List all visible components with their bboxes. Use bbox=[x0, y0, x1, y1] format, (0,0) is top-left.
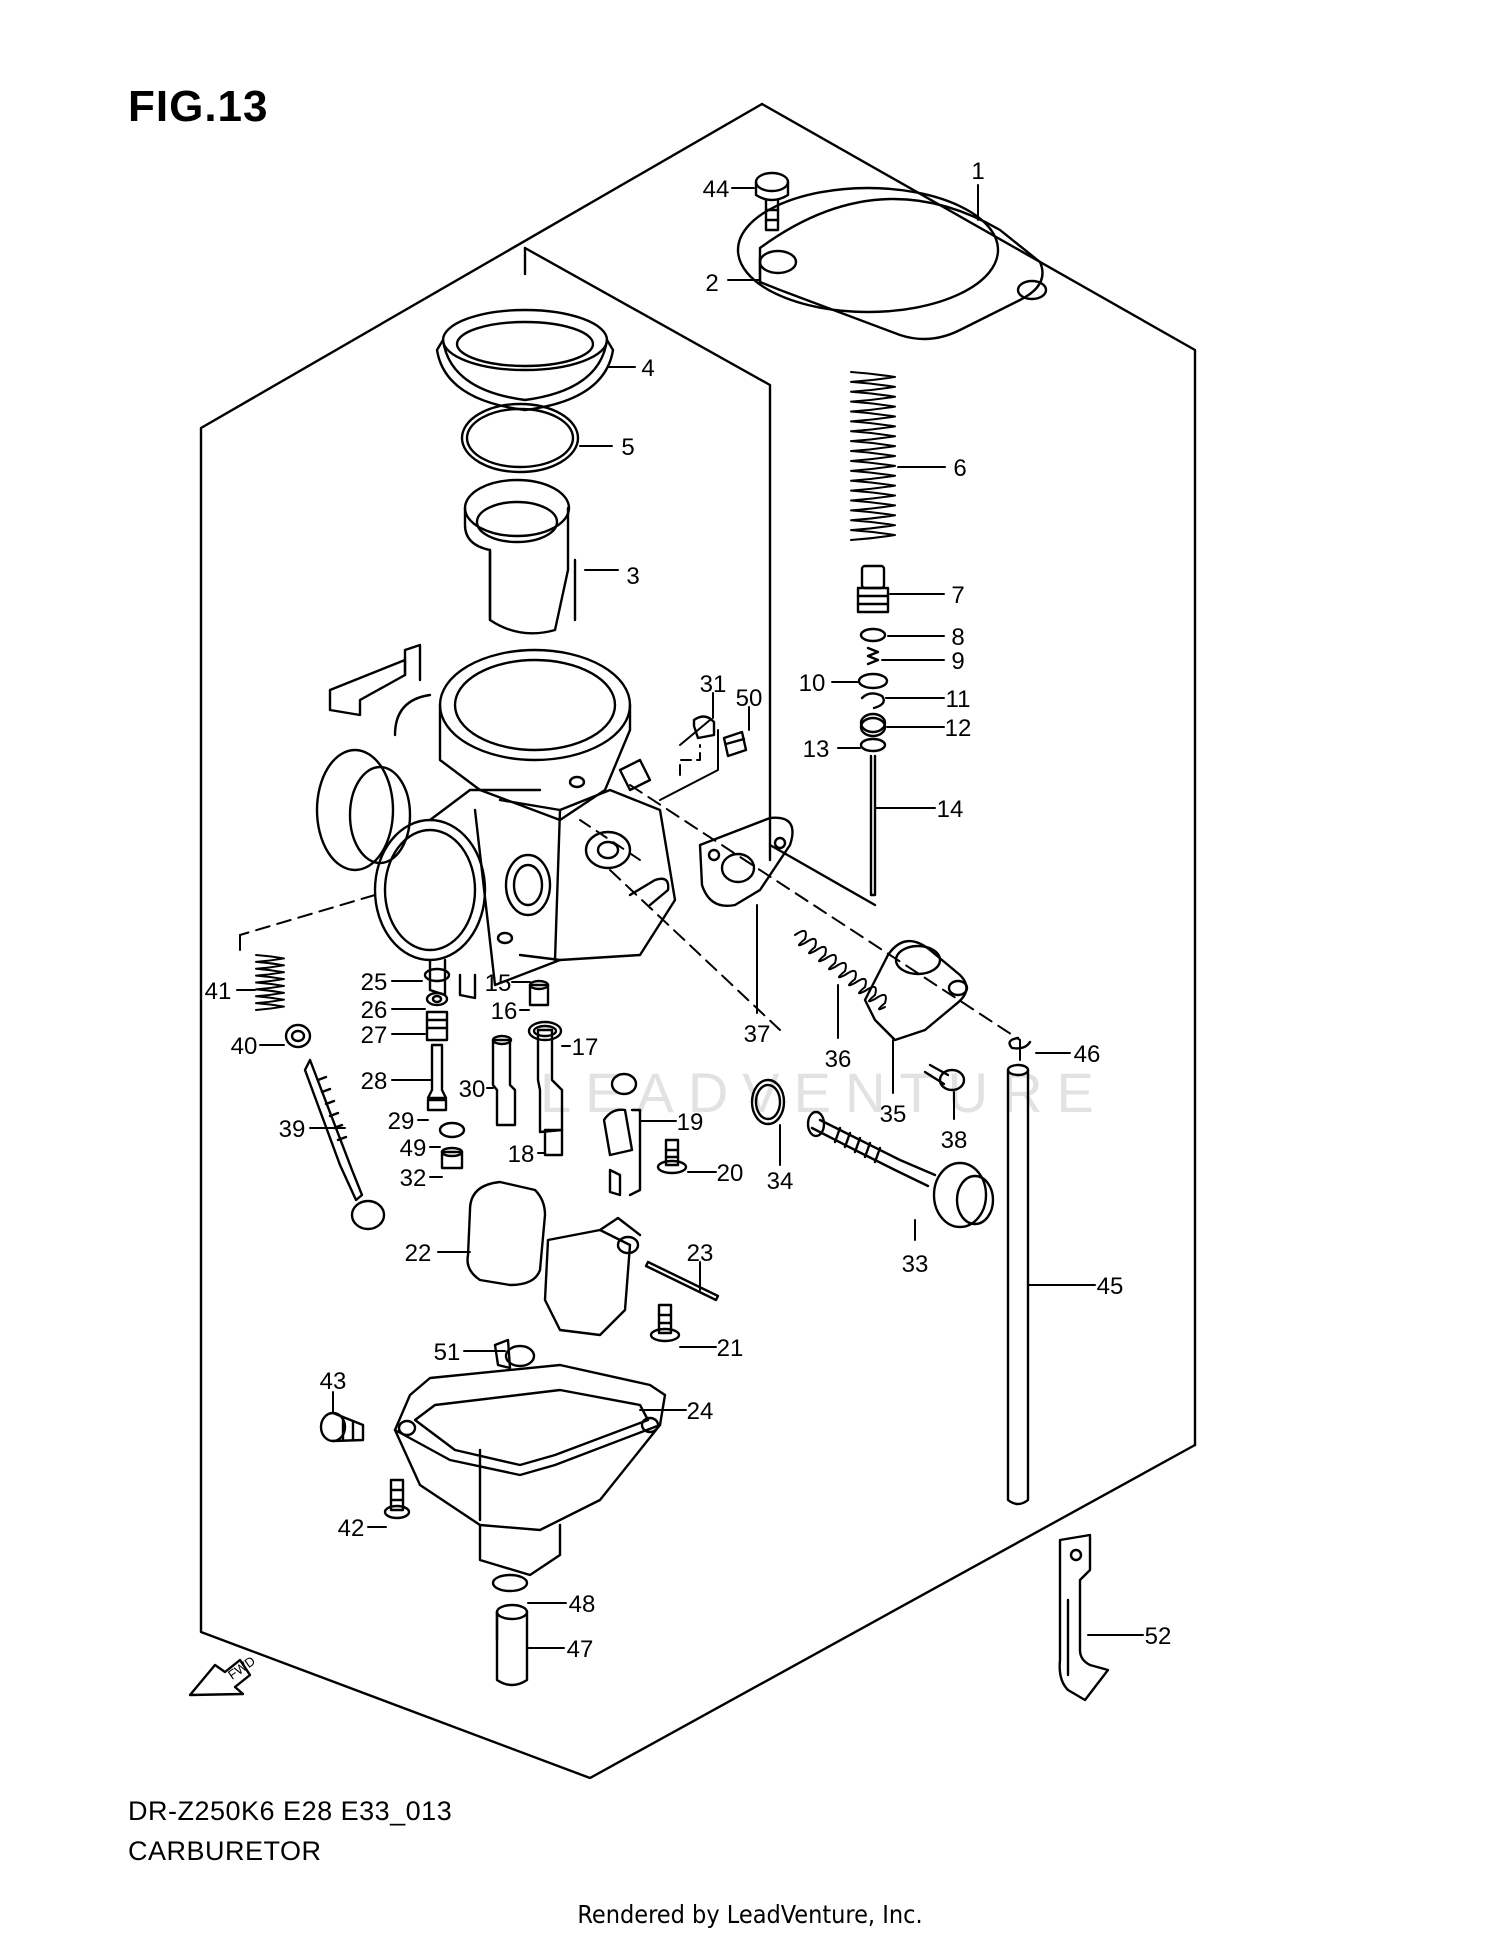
callout-48: 48 bbox=[569, 1591, 596, 1618]
gasket-37-part bbox=[698, 816, 794, 907]
callout-12: 12 bbox=[945, 715, 972, 742]
callout-34: 34 bbox=[767, 1168, 794, 1195]
callout-10: 10 bbox=[799, 670, 826, 697]
drain-hose-47-part bbox=[491, 1573, 529, 1687]
intake-funnel-part bbox=[435, 308, 615, 412]
screw-43-part bbox=[319, 1411, 365, 1443]
callout-38: 38 bbox=[941, 1127, 968, 1154]
callout-20: 20 bbox=[717, 1160, 744, 1187]
callout-19: 19 bbox=[677, 1109, 704, 1136]
callout-13: 13 bbox=[803, 736, 830, 763]
screws-31-50 bbox=[692, 715, 748, 758]
top-cap-part bbox=[736, 186, 1048, 341]
screw-44-part bbox=[754, 171, 790, 232]
callout-50: 50 bbox=[736, 685, 763, 712]
callout-31: 31 bbox=[700, 671, 727, 698]
callout-leaders bbox=[236, 184, 1144, 1649]
callout-2: 2 bbox=[705, 270, 718, 297]
bracket-52-part bbox=[1058, 1533, 1110, 1702]
needle-assembly bbox=[856, 564, 890, 897]
plunger-33-part bbox=[806, 1110, 995, 1229]
callout-7: 7 bbox=[951, 582, 964, 609]
screw-38-part bbox=[923, 1063, 966, 1092]
float-22-part bbox=[466, 1180, 642, 1337]
callout-5: 5 bbox=[621, 434, 634, 461]
callout-26: 26 bbox=[361, 997, 388, 1024]
float-pin-23-part bbox=[644, 1260, 720, 1302]
callout-40: 40 bbox=[231, 1033, 258, 1060]
left-small-parts bbox=[255, 954, 688, 1231]
outer-frame bbox=[199, 102, 1197, 1780]
carburetor-body-part bbox=[315, 643, 677, 1000]
fwd-arrow-icon: FWD bbox=[188, 1653, 258, 1697]
callout-35: 35 bbox=[880, 1101, 907, 1128]
callout-1: 1 bbox=[971, 158, 984, 185]
inner-frame bbox=[523, 246, 877, 907]
callout-36: 36 bbox=[825, 1046, 852, 1073]
callout-8: 8 bbox=[951, 624, 964, 651]
callout-14: 14 bbox=[937, 796, 964, 823]
callout-37: 37 bbox=[744, 1021, 771, 1048]
model-code: DR-Z250K6 E28 E33_013 bbox=[128, 1796, 453, 1826]
screw-42-part bbox=[383, 1478, 411, 1520]
float-bowl-24-part bbox=[393, 1338, 667, 1577]
callout-15: 15 bbox=[485, 970, 512, 997]
callout-23: 23 bbox=[687, 1240, 714, 1267]
callout-22: 22 bbox=[405, 1240, 432, 1267]
o-ring-part bbox=[460, 402, 580, 474]
callout-46: 46 bbox=[1074, 1041, 1101, 1068]
callout-45: 45 bbox=[1097, 1273, 1124, 1300]
callout-47: 47 bbox=[567, 1636, 594, 1663]
callout-18: 18 bbox=[508, 1141, 535, 1168]
callout-49: 49 bbox=[400, 1135, 427, 1162]
callout-33: 33 bbox=[902, 1251, 929, 1278]
section-name: CARBURETOR bbox=[128, 1836, 322, 1866]
callout-44: 44 bbox=[703, 176, 730, 203]
spring-6-part bbox=[850, 371, 896, 541]
callout-29: 29 bbox=[388, 1108, 415, 1135]
slide-part bbox=[463, 478, 577, 635]
callout-24: 24 bbox=[687, 1398, 714, 1425]
callout-42: 42 bbox=[338, 1515, 365, 1542]
callout-51: 51 bbox=[434, 1339, 461, 1366]
callout-32: 32 bbox=[400, 1165, 427, 1192]
figure-title: FIG.13 bbox=[128, 82, 269, 131]
callout-4: 4 bbox=[641, 355, 654, 382]
callout-52: 52 bbox=[1145, 1623, 1172, 1650]
cover-35-part bbox=[863, 940, 969, 1042]
callout-43: 43 bbox=[320, 1368, 347, 1395]
callout-3: 3 bbox=[626, 563, 639, 590]
callout-16: 16 bbox=[491, 998, 518, 1025]
callout-11: 11 bbox=[946, 686, 971, 713]
screw-21-part bbox=[649, 1303, 681, 1343]
callout-25: 25 bbox=[361, 969, 388, 996]
tube-45-part bbox=[1006, 1036, 1032, 1506]
callout-9: 9 bbox=[951, 648, 964, 675]
callout-21: 21 bbox=[717, 1335, 744, 1362]
callout-41: 41 bbox=[205, 978, 232, 1005]
guide-lines bbox=[239, 719, 1021, 1061]
callout-39: 39 bbox=[279, 1116, 306, 1143]
callout-27: 27 bbox=[361, 1022, 388, 1049]
callout-28: 28 bbox=[361, 1068, 388, 1095]
callout-30: 30 bbox=[459, 1076, 486, 1103]
spring-36-part bbox=[794, 929, 887, 1011]
callout-17: 17 bbox=[572, 1034, 599, 1061]
callout-6: 6 bbox=[953, 455, 966, 482]
o-ring-34-part bbox=[750, 1078, 786, 1126]
footer-credit: Rendered by LeadVenture, Inc. bbox=[577, 1900, 923, 1929]
